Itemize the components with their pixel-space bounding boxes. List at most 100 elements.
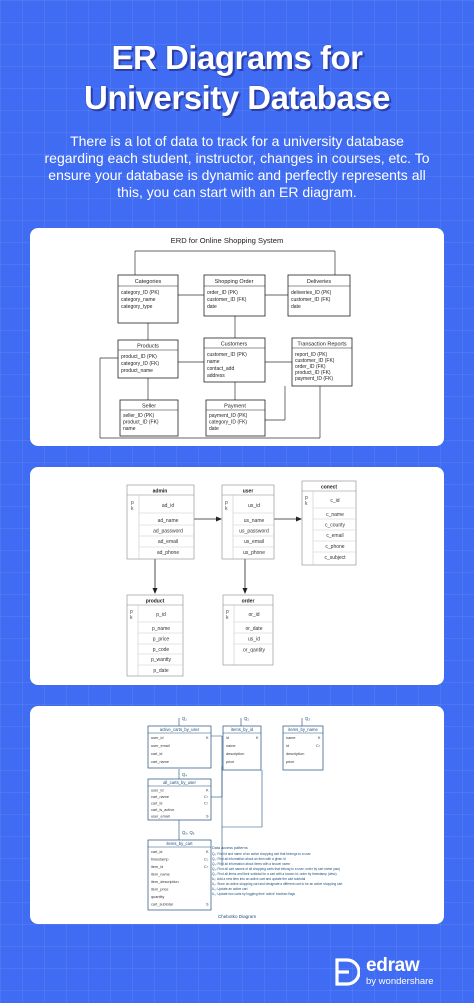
entity-field: product_ID (FK) [295,370,331,376]
table-field: us_phone [243,550,265,556]
table-field: us_id [248,637,260,643]
key-marker: k [131,506,134,512]
erd-online-shopping: ERD for Online Shopping System Categorie… [99,236,353,439]
table-field: or_date [246,626,263,632]
column-name: user_id [151,736,163,740]
diagram-caption: Chebotko Diagram [218,914,256,919]
diagram-card-online-shopping: ERD for Online Shopping System Categorie… [30,228,444,446]
entity-field: report_ID (PK) [295,352,328,358]
table-field: or_id [248,612,259,618]
table-field: ad_name [158,518,179,524]
column-name: user_email [151,744,170,748]
table-name: conect [321,485,337,491]
query-label: Q₄ [182,772,187,777]
table-field: p_date [153,668,169,674]
entity-transaction-reports: Transaction Reports report_ID (PK) custo… [291,337,353,387]
table-field: c_subject [324,555,346,561]
table-name: product [146,599,165,605]
key-marker: p [130,609,133,615]
table-user: user p k us_id us_name us_password us_em… [221,484,275,560]
table-admin: admin p k ad_id ad_name ad_password ad_e… [126,484,195,560]
table-name: admin [153,489,168,495]
column-name: id [286,744,289,748]
table-field: us_id [248,503,260,509]
diagram-card-admin-user: admin p k ad_id ad_name ad_password ad_e… [30,467,444,685]
pattern-item: Q₄: Find all cart names of all shopping … [212,867,340,871]
table-conect: conect p k c_id c_name c_county c_email … [301,480,357,566]
table-field: c_county [325,523,346,529]
entity-name: Transaction Reports [297,342,347,348]
entity-customers: Customers customer_ID (PK) name contact_… [203,337,266,383]
brand-name: edraw [366,955,420,976]
entity-payment: Payment payment_ID (PK) category_ID (FK)… [205,399,266,437]
column-name: user_email [151,815,170,819]
entity-field: date [291,304,301,310]
column-name: item_price [151,888,169,892]
column-name: name [286,736,296,740]
entity-field: customer_ID (PK) [207,352,247,358]
column-name: cart_id [151,752,162,756]
table-field: c_name [326,512,344,518]
query-flow-lines [178,718,303,866]
page-title: ER Diagrams for University Database [0,38,474,118]
query-label: Q₁ [182,716,187,721]
column-name: price [226,760,234,764]
table-name: items_by_cart [166,841,193,846]
column-name: name [226,744,236,748]
column-name: item_description [151,880,179,884]
title-line-2: University Database [84,79,390,116]
column-name: cart_name [151,760,169,764]
entity-field: category_ID (FK) [121,361,159,367]
table-field: p_code [153,647,170,653]
entity-field: seller_ID (PK) [123,413,154,419]
table-field: ad_password [153,529,183,535]
column-key: S [206,815,209,819]
table-field: us_password [239,529,269,535]
entity-field: payment_ID (FK) [295,376,333,382]
table-field: p_name [152,626,170,632]
access-patterns: Data access patterns Q₁: Find id and nam… [212,846,342,896]
query-label: Q₂ [244,716,249,721]
query-labels: Q₁ Q₂ Q₃ Q₄ Q₅, Q₆ [182,716,310,835]
key-marker: p [305,495,308,501]
column-name: price [286,760,294,764]
table-items-by-cart: items_by_cart cart_id K timestamp C↓ ite… [147,839,212,911]
entity-field: order_ID (PK) [207,290,238,296]
column-name: item_name [151,873,170,877]
column-name: description [226,752,244,756]
title-line-1: ER Diagrams for [111,39,363,76]
entity-deliveries: Deliveries deliveries_ID (PK) customer_I… [287,274,351,317]
pattern-item: Q₃: Find all information about items wit… [212,862,290,866]
relationship-lines [99,250,336,439]
diagram-card-chebotko: Q₁ Q₂ Q₃ Q₄ Q₅, Q₆ active_carts_by_user … [30,706,444,924]
table-field: c_phone [325,544,344,550]
column-key: K [206,736,209,740]
entity-name: Categories [135,279,162,285]
entity-field: order_ID (FK) [295,364,326,370]
column-name: cart_id [151,802,162,806]
entity-field: category_ID (PK) [121,290,160,296]
diagram-title: ERD for Online Shopping System [171,236,284,245]
table-name: user [243,489,254,495]
entity-field: product_ID (FK) [123,420,159,426]
edraw-logo: edraw by wondershare [334,956,454,990]
key-marker: k [130,615,133,621]
key-marker: p [226,609,229,615]
column-name: description [286,752,304,756]
entity-field: address [207,373,225,379]
column-key: C↑ [204,802,209,806]
entity-field: date [209,426,219,432]
table-field: ad_phone [157,550,179,556]
table-field: p_price [153,637,170,643]
patterns-title: Data access patterns [212,846,248,850]
erd-admin-user: admin p k ad_id ad_name ad_password ad_e… [126,480,357,677]
entity-name: Deliveries [307,279,331,285]
column-name: quantity [151,895,164,899]
entity-name: Customers [221,342,248,348]
table-name: active_carts_by_user [160,727,200,732]
table-field: us_name [244,518,265,524]
entity-field: deliveries_ID (PK) [291,290,332,296]
table-field: or_qantity [243,648,265,654]
table-field: ad_email [158,539,178,545]
table-field: us_email [244,539,264,545]
